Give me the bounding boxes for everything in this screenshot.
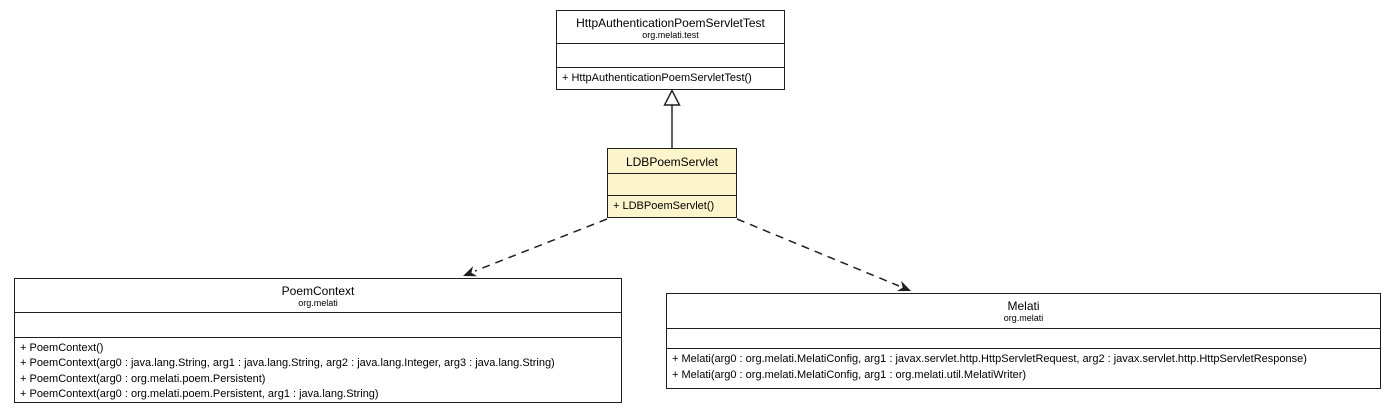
generalization-arrow <box>663 88 681 148</box>
class-name: HttpAuthenticationPoemServletTest <box>576 16 765 30</box>
methods-compartment: + Melati(arg0 : org.melati.MelatiConfig,… <box>667 349 1380 388</box>
method-entry: + PoemContext(arg0 : java.lang.String, a… <box>20 357 555 370</box>
methods-compartment: + PoemContext() + PoemContext(arg0 : jav… <box>15 338 621 402</box>
class-box-poemcontext[interactable]: PoemContext org.melati + PoemContext() +… <box>14 278 622 403</box>
method-entry: + PoemContext(arg0 : org.melati.poem.Per… <box>20 372 266 385</box>
dependency-arrowhead <box>896 280 911 292</box>
fields-compartment <box>608 174 736 196</box>
class-name: LDBPoemServlet <box>625 155 719 169</box>
fields-compartment <box>667 329 1380 349</box>
method-entry: + HttpAuthenticationPoemServletTest() <box>562 71 752 84</box>
method-entry: + Melati(arg0 : org.melati.MelatiConfig,… <box>672 353 1307 365</box>
method-entry: + LDBPoemServlet() <box>613 199 715 212</box>
methods-compartment: + LDBPoemServlet() <box>608 196 736 217</box>
class-name: Melati <box>1007 299 1040 313</box>
method-entry: + PoemContext() <box>20 341 104 354</box>
method-entry: + Melati(arg0 : org.melati.MelatiConfig,… <box>672 368 1027 381</box>
dependency-arrow-melati <box>736 218 911 292</box>
class-title-compartment: Melati org.melati <box>667 294 1380 329</box>
class-package: org.melati <box>1003 313 1044 323</box>
class-package: org.melati <box>298 298 338 308</box>
class-title-compartment: HttpAuthenticationPoemServletTest org.me… <box>557 11 784 44</box>
dependency-arrowhead <box>463 266 478 277</box>
class-title-compartment: LDBPoemServlet <box>608 149 736 174</box>
class-box-httpauthenticationpoemservlettest[interactable]: HttpAuthenticationPoemServletTest org.me… <box>556 10 785 90</box>
fields-compartment <box>15 313 621 338</box>
method-entry: + PoemContext(arg0 : org.melati.poem.Per… <box>20 388 379 401</box>
class-title-compartment: PoemContext org.melati <box>15 279 621 313</box>
class-name: PoemContext <box>281 284 355 298</box>
methods-compartment: + HttpAuthenticationPoemServletTest() <box>557 68 784 89</box>
fields-compartment <box>557 44 784 68</box>
class-box-ldbpoemservlet[interactable]: LDBPoemServlet + LDBPoemServlet() <box>607 148 737 218</box>
class-package: org.melati.test <box>642 30 699 40</box>
class-box-melati[interactable]: Melati org.melati + Melati(arg0 : org.me… <box>666 293 1381 389</box>
hollow-triangle-arrowhead <box>663 88 681 106</box>
dependency-arrow-poemcontext <box>463 218 608 277</box>
